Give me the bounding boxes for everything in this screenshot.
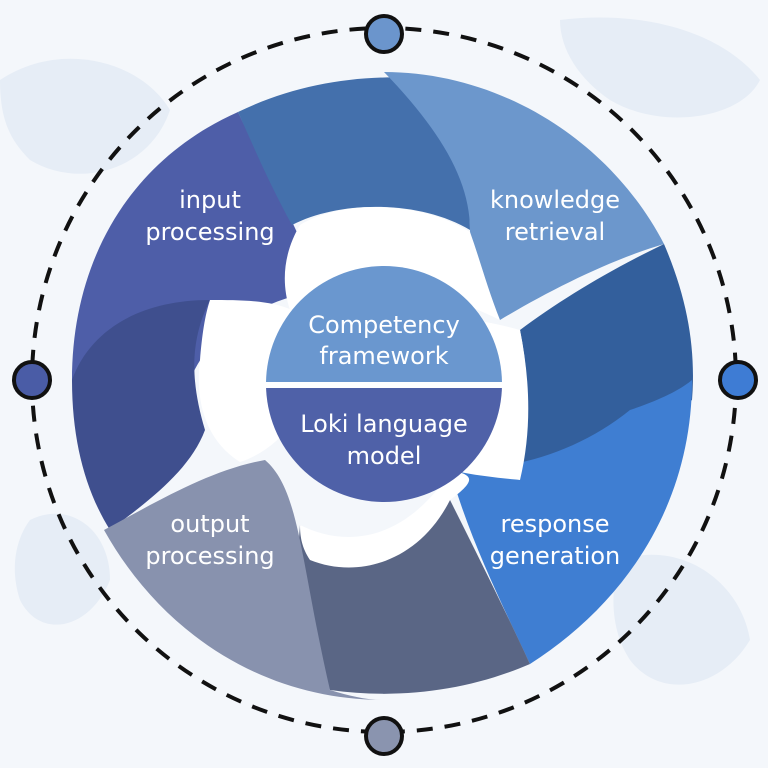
wheel-segments bbox=[72, 72, 693, 700]
label-knowledge-line2: retrieval bbox=[505, 218, 605, 246]
segment-input-processing[interactable] bbox=[72, 112, 320, 530]
segment-knowledge-retrieval-shape bbox=[384, 72, 664, 320]
background-map bbox=[0, 17, 760, 685]
segment-input-processing-tail bbox=[72, 300, 210, 530]
ring-node-bottom[interactable] bbox=[364, 716, 404, 756]
segment-output-processing-tail bbox=[298, 500, 530, 694]
label-input-line2: processing bbox=[145, 218, 274, 246]
hub-bottom-line2: model bbox=[347, 442, 422, 470]
segment-output-processing[interactable] bbox=[104, 460, 530, 700]
ring-node-right[interactable] bbox=[718, 360, 758, 400]
label-response-line2: generation bbox=[490, 542, 621, 570]
label-knowledge-line1: knowledge bbox=[490, 186, 620, 214]
label-output-line2: processing bbox=[145, 542, 274, 570]
segment-response-generation-shape bbox=[450, 380, 692, 664]
label-input-line1: input bbox=[179, 186, 241, 214]
segment-knowledge-retrieval[interactable] bbox=[238, 72, 664, 320]
segment-labels: input processing knowledge retrieval res… bbox=[145, 186, 620, 570]
hub-bottom-line1: Loki language bbox=[300, 410, 468, 438]
segment-knowledge-retrieval-tail bbox=[238, 77, 470, 230]
segment-input-processing-shape bbox=[72, 112, 320, 380]
label-response-line1: response bbox=[500, 510, 609, 538]
segment-response-generation[interactable] bbox=[450, 244, 693, 664]
hub-top-line2: framework bbox=[319, 342, 448, 370]
hub-divider bbox=[266, 382, 502, 388]
ring-node-top[interactable] bbox=[364, 14, 404, 54]
hub-top-line1: Competency bbox=[308, 311, 460, 339]
ring-node-left[interactable] bbox=[12, 360, 52, 400]
label-output-line1: output bbox=[170, 510, 249, 538]
segment-output-processing-shape bbox=[104, 460, 384, 700]
ring-nodes bbox=[12, 14, 758, 756]
